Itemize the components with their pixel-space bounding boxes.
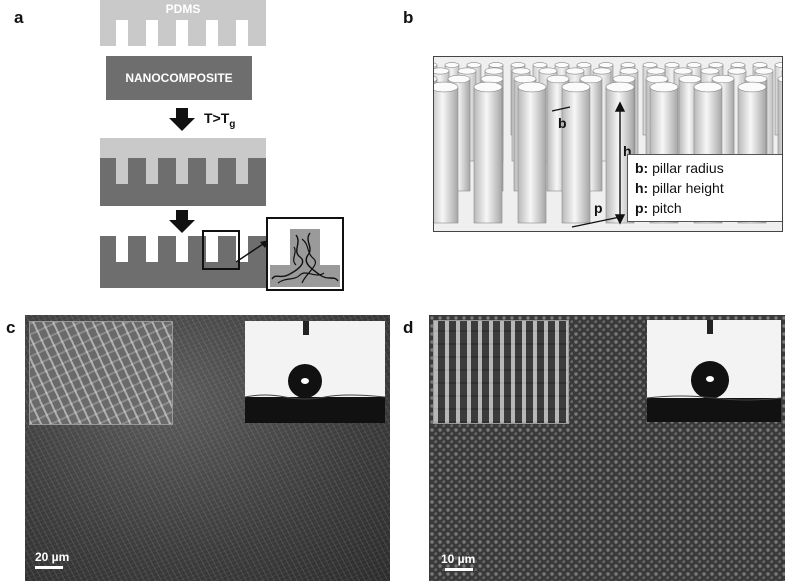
pillar (434, 81, 459, 224)
nanocomposite-label: NANOCOMPOSITE (125, 71, 233, 85)
sem-inset-d (433, 320, 569, 424)
process-arrow-1 (169, 108, 195, 131)
dimension-markers (551, 101, 626, 228)
panel-b-pillar-model: b h p b: pillar radius h: pillar height … (433, 56, 783, 232)
water-droplet-c (245, 321, 385, 423)
dim-p-label: p (594, 200, 603, 216)
dimension-legend: b: pillar radius h: pillar height p: pit… (627, 154, 782, 222)
zoom-highlight-box (202, 230, 240, 270)
scalebar-c-label: 20 µm (35, 550, 70, 564)
scalebar-c-line (35, 566, 63, 569)
polymer-chain-inset (266, 217, 344, 291)
patterned-film (100, 236, 266, 288)
dim-b-label: b (558, 115, 567, 131)
legend-row-h: h: pillar height (635, 180, 724, 196)
panel-label-a: a (14, 8, 24, 27)
dim-h-label: h (623, 143, 632, 159)
legend-row-b: b: pillar radius (635, 160, 724, 176)
contact-angle-inset-c (245, 321, 385, 423)
legend-row-p: p: pitch (635, 200, 682, 216)
water-droplet-d (647, 320, 781, 422)
panel-d-sem-image: 10 µm (429, 315, 785, 581)
panel-c-sem-image: 20 µm (25, 315, 390, 581)
pdms-label: PDMS (165, 2, 201, 16)
pillar (473, 81, 503, 224)
pillar (517, 81, 547, 224)
scalebar-d-line (445, 568, 473, 571)
pdms-mold (100, 0, 266, 46)
panel-label-c: c (6, 318, 16, 337)
pillar (561, 81, 591, 224)
nanocomposite-block (106, 56, 252, 100)
imprint-stage (100, 138, 266, 206)
panel-label-b: b (403, 8, 414, 27)
step-label: T>Tg (204, 110, 235, 130)
contact-angle-inset-d (647, 320, 781, 422)
step-label-subscript: g (229, 118, 236, 130)
scalebar-d-label: 10 µm (441, 552, 476, 566)
step-label-text: T>T (204, 110, 230, 126)
pillar (777, 75, 782, 192)
process-arrow-2 (169, 210, 195, 233)
panel-label-d: d (403, 318, 414, 337)
sem-inset-c (29, 321, 173, 425)
